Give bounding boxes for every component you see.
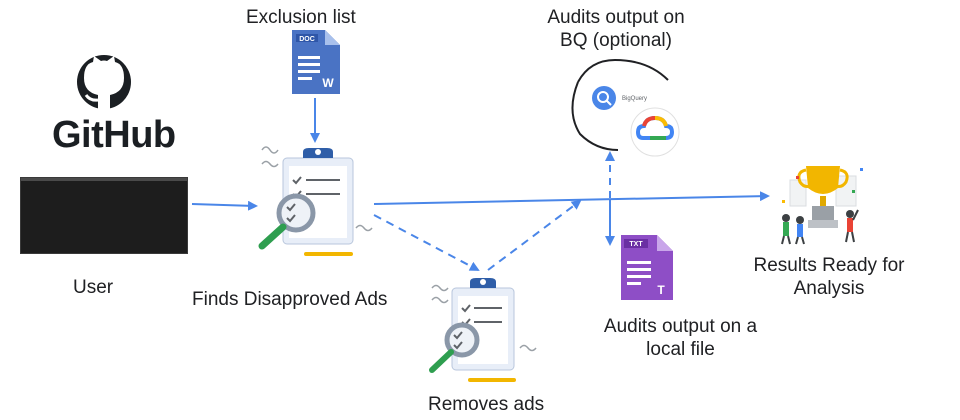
- bigquery-name: BigQuery: [622, 96, 647, 102]
- audits-local-label: Audits output on a local file: [578, 315, 783, 361]
- arrow-finds-to-removes: [373, 214, 480, 271]
- arrows: [191, 98, 770, 271]
- clipboard-remove-icon: [429, 278, 537, 382]
- github-wordmark: GitHub: [52, 114, 176, 156]
- audits-bq-label-line1: Audits output on: [547, 7, 685, 28]
- doc-icon: DOC W: [292, 30, 340, 94]
- removes-ads-label: Removes ads: [428, 394, 545, 415]
- results-label-line1: Results Ready for: [753, 255, 905, 276]
- arrow-user-to-finds: [191, 200, 258, 211]
- arrow-finds-to-results: [373, 191, 770, 205]
- audits-bq-label-line2: BQ (optional): [560, 30, 672, 51]
- google-cloud-icon: [630, 107, 680, 157]
- audits-local-label-line1: Audits output on a: [603, 316, 758, 337]
- txt-icon: TXT T: [621, 235, 673, 300]
- user-terminal-window: [20, 177, 188, 254]
- exclusion-list-label: Exclusion list: [246, 7, 356, 28]
- doc-icon-letter: W: [322, 76, 334, 90]
- arrow-removes-to-bq-direction: [487, 199, 582, 271]
- github-logo-icon: [77, 55, 131, 109]
- doc-icon-tag: DOC: [299, 36, 315, 43]
- results-label-line2: Analysis: [793, 278, 865, 299]
- txt-icon-letter: T: [657, 283, 665, 297]
- trophy-icon: [781, 166, 863, 245]
- audits-local-label-line2: local file: [646, 339, 715, 360]
- bigquery-icon: BigQuery: [571, 58, 669, 151]
- user-label: User: [73, 277, 114, 298]
- finds-disapproved-label: Finds Disapproved Ads: [192, 289, 388, 310]
- clipboard-search-icon: [258, 146, 373, 256]
- results-label: Results Ready for Analysis: [734, 254, 924, 300]
- audits-bq-label: Audits output on BQ (optional): [521, 6, 711, 52]
- txt-icon-tag: TXT: [629, 241, 643, 248]
